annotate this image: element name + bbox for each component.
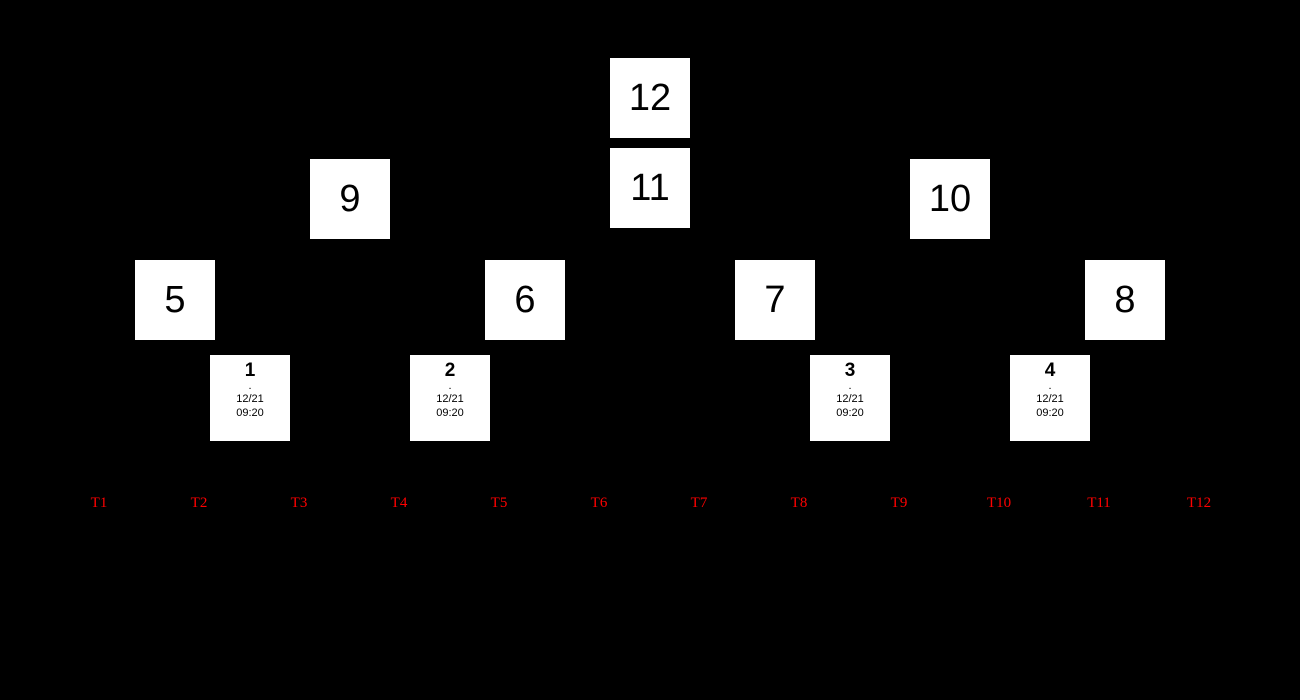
leaf-separator: . <box>848 379 852 392</box>
leaf-label: 1 <box>244 360 256 381</box>
leaf-date: 12/21 <box>236 392 264 405</box>
timeline-tick-t3: T3 <box>290 495 308 511</box>
leaf-label: 3 <box>844 360 856 381</box>
timeline-tick-t8: T8 <box>790 495 808 511</box>
timeline-tick-t10: T10 <box>986 495 1012 511</box>
node-box-n8[interactable]: 8 <box>1085 260 1165 340</box>
timeline-tick-t5: T5 <box>490 495 508 511</box>
node-box-n11[interactable]: 11 <box>610 148 690 228</box>
node-label: 7 <box>764 279 786 321</box>
leaf-date: 12/21 <box>1036 392 1064 405</box>
timeline-tick-t6: T6 <box>590 495 608 511</box>
node-label: 11 <box>630 167 670 209</box>
timeline-tick-t7: T7 <box>690 495 708 511</box>
node-label: 8 <box>1114 279 1136 321</box>
timeline-tick-t11: T11 <box>1087 495 1111 511</box>
timeline-tick-t2: T2 <box>190 495 208 511</box>
node-label: 9 <box>339 178 361 220</box>
leaf-time: 09:20 <box>1036 406 1064 419</box>
node-box-n9[interactable]: 9 <box>310 159 390 239</box>
node-box-n5[interactable]: 5 <box>135 260 215 340</box>
node-label: 12 <box>628 77 672 119</box>
timeline-tick-t1: T1 <box>90 495 108 511</box>
leaf-time: 09:20 <box>236 406 264 419</box>
leaf-separator: . <box>448 379 452 392</box>
leaf-separator: . <box>1048 379 1052 392</box>
node-label: 5 <box>164 279 186 321</box>
leaf-separator: . <box>248 379 252 392</box>
node-box-n6[interactable]: 6 <box>485 260 565 340</box>
node-label: 10 <box>928 178 972 220</box>
node-box-n7[interactable]: 7 <box>735 260 815 340</box>
leaf-time: 09:20 <box>436 406 464 419</box>
timeline-tick-t4: T4 <box>390 495 408 511</box>
node-box-n12[interactable]: 12 <box>610 58 690 138</box>
leaf-date: 12/21 <box>436 392 464 405</box>
leaf-time: 09:20 <box>836 406 864 419</box>
timeline-tick-t12: T12 <box>1186 495 1212 511</box>
leaf-date: 12/21 <box>836 392 864 405</box>
timeline-tick-t9: T9 <box>890 495 908 511</box>
leaf-label: 4 <box>1044 360 1056 381</box>
leaf-label: 2 <box>444 360 456 381</box>
node-box-n10[interactable]: 10 <box>910 159 990 239</box>
node-label: 6 <box>514 279 536 321</box>
